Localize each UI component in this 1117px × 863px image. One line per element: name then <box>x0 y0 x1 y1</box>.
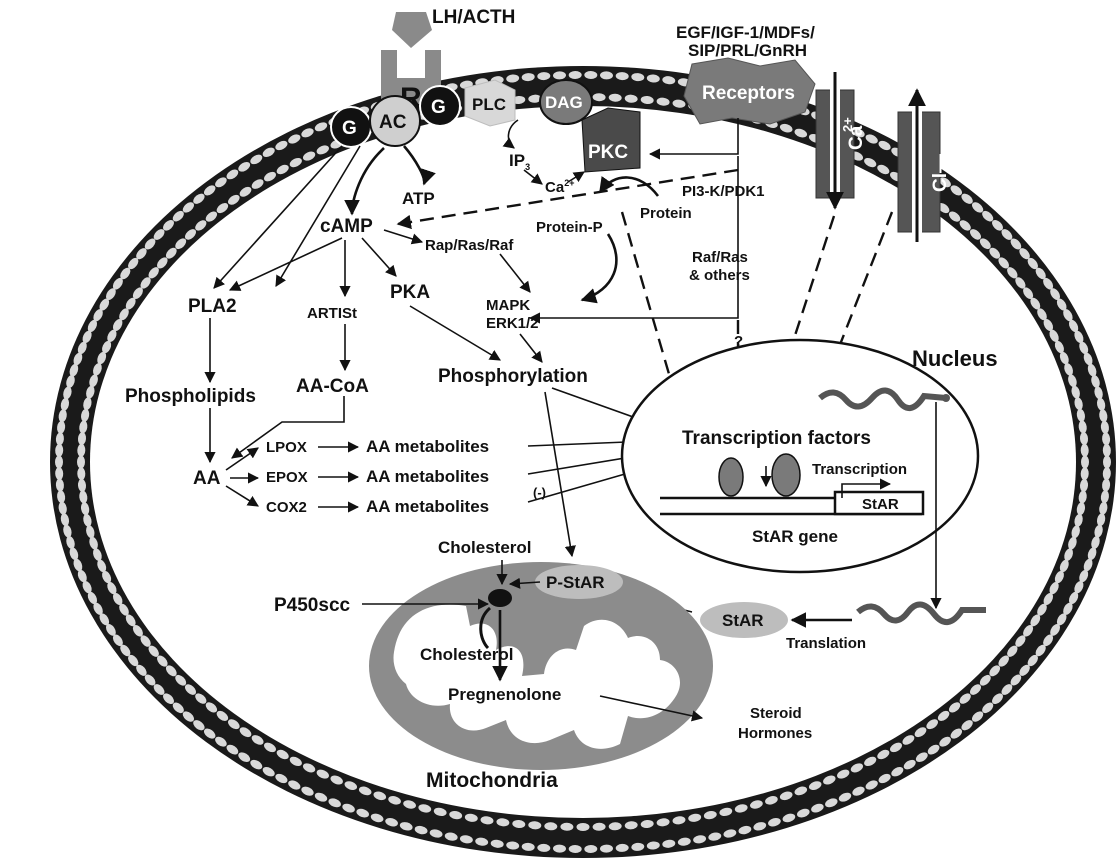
adenylyl-cyclase-label: AC <box>379 112 407 133</box>
aa-metabolites-3: AA metabolites <box>366 497 489 516</box>
camp-label: cAMP <box>320 216 373 237</box>
aa-label: AA <box>193 468 221 489</box>
inner-lipid-bead <box>1081 456 1089 469</box>
inner-lipid-bead <box>577 823 590 831</box>
lh-acth-label: LH/ACTH <box>432 7 515 28</box>
artist-label: ARTISt <box>307 305 357 322</box>
growth-factors-line1: EGF/IGF-1/MDFs/ <box>676 23 815 42</box>
star-protein-label: StAR <box>722 611 764 630</box>
lpox-label: LPOX <box>266 439 307 456</box>
receptors-label: Receptors <box>702 83 795 104</box>
aa-metabolites-2: AA metabolites <box>366 467 489 486</box>
mitochondrion <box>369 562 713 770</box>
star-box-label: StAR <box>862 496 899 513</box>
calcium-channel-charge: 2+ <box>840 117 855 132</box>
inner-lipid-bead <box>77 456 85 469</box>
steroid-line2: Hormones <box>738 725 812 742</box>
p450scc-enzyme <box>488 589 512 607</box>
translation-label: Translation <box>786 635 866 652</box>
pka-label: PKA <box>390 282 430 303</box>
transcription-label: Transcription <box>812 461 907 478</box>
aa-metabolites-1: AA metabolites <box>366 437 489 456</box>
steroid-line1: Steroid <box>750 705 802 722</box>
p450scc-label: P450scc <box>274 595 351 616</box>
nucleus-label: Nucleus <box>912 346 998 371</box>
g-protein-left-label: G <box>342 118 357 139</box>
g-protein-right-label: G <box>431 97 446 118</box>
epox-label: EPOX <box>266 469 308 486</box>
mitochondria-label: Mitochondria <box>426 769 558 792</box>
protein-p-label: Protein-P <box>536 219 603 236</box>
transcription-factor-2 <box>772 454 800 496</box>
transcription-factor-1 <box>719 458 743 496</box>
outer-lipid-bead <box>55 456 63 469</box>
rap-ras-raf-label: Rap/Ras/Raf <box>425 237 514 254</box>
aa-coa-label: AA-CoA <box>296 376 369 397</box>
protein-label: Protein <box>640 205 692 222</box>
growth-factors-line2: SIP/PRL/GnRH <box>688 41 807 60</box>
atp-label: ATP <box>402 189 435 208</box>
phosphorylation-label: Phosphorylation <box>438 366 588 387</box>
mapk-label: MAPK <box>486 297 530 314</box>
pregnenolone-label: Pregnenolone <box>448 685 561 704</box>
outer-lipid-bead <box>1103 456 1111 469</box>
pkc-label: PKC <box>588 142 628 163</box>
raf-ras-line1: Raf/Ras <box>692 249 748 266</box>
dag-label: DAG <box>545 93 583 112</box>
pla2-label: PLA2 <box>188 296 237 317</box>
raf-ras-line2: & others <box>689 267 750 284</box>
star-gene-label: StAR gene <box>752 527 838 546</box>
lh-acth-ligand-icon <box>392 12 432 48</box>
p-star-label: P-StAR <box>546 573 605 592</box>
cox2-label: COX2 <box>266 499 307 516</box>
pi3k-label: PI3-K/PDK1 <box>682 183 765 200</box>
cholesterol-top-label: Cholesterol <box>438 538 532 557</box>
cholesterol-inner-label: Cholesterol <box>420 645 514 664</box>
chloride-channel-label: Cl— <box>930 154 951 192</box>
phospholipids-label: Phospholipids <box>125 386 256 407</box>
plc-label: PLC <box>472 95 506 114</box>
transcription-factors-label: Transcription factors <box>682 428 871 449</box>
